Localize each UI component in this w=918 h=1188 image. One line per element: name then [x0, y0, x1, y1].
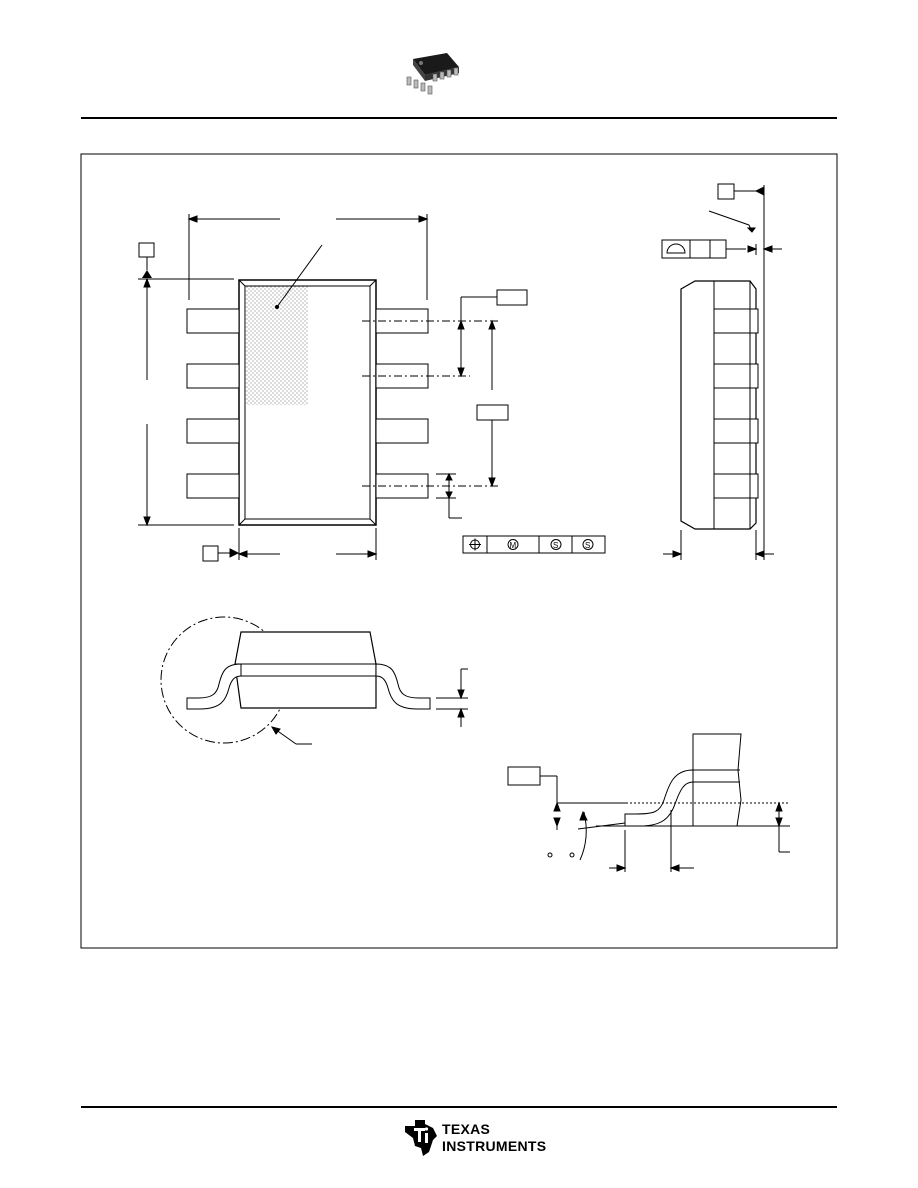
lead-left-2: [186, 363, 240, 389]
package-body-side: [680, 280, 757, 530]
rfs-symbol-2: S: [585, 541, 590, 550]
brand-line-texas: Texas: [442, 1121, 491, 1137]
lead-left-1: [186, 308, 240, 334]
rfs-symbol-1: S: [553, 541, 558, 550]
top-view: M S S: [138, 214, 606, 562]
end-view: [160, 616, 468, 745]
drawing-frame: [80, 153, 838, 949]
texas-instruments-logo-icon: [405, 1120, 437, 1156]
lead-left-4: [186, 473, 240, 499]
detail-view: [507, 733, 790, 872]
max-material-symbol: M: [510, 541, 517, 550]
span-label-box: [476, 404, 509, 421]
lead-right-3: [375, 418, 429, 444]
gauge-plane-box: [507, 766, 541, 786]
soic-8-package-icon: [406, 53, 459, 95]
datum-box-a: [138, 242, 155, 258]
datum-box-c: [717, 183, 735, 200]
pitch-label-box: [496, 289, 528, 306]
datum-box-b: [202, 545, 219, 562]
feature-control-frame: [462, 535, 606, 554]
side-view: [661, 183, 782, 560]
pin1-index-area: [245, 286, 308, 405]
lead-left-3: [186, 418, 240, 444]
brand-line-instruments: Instruments: [442, 1138, 547, 1154]
brand-name: Texas Instruments: [442, 1121, 546, 1155]
coplanarity-box: [661, 239, 727, 259]
